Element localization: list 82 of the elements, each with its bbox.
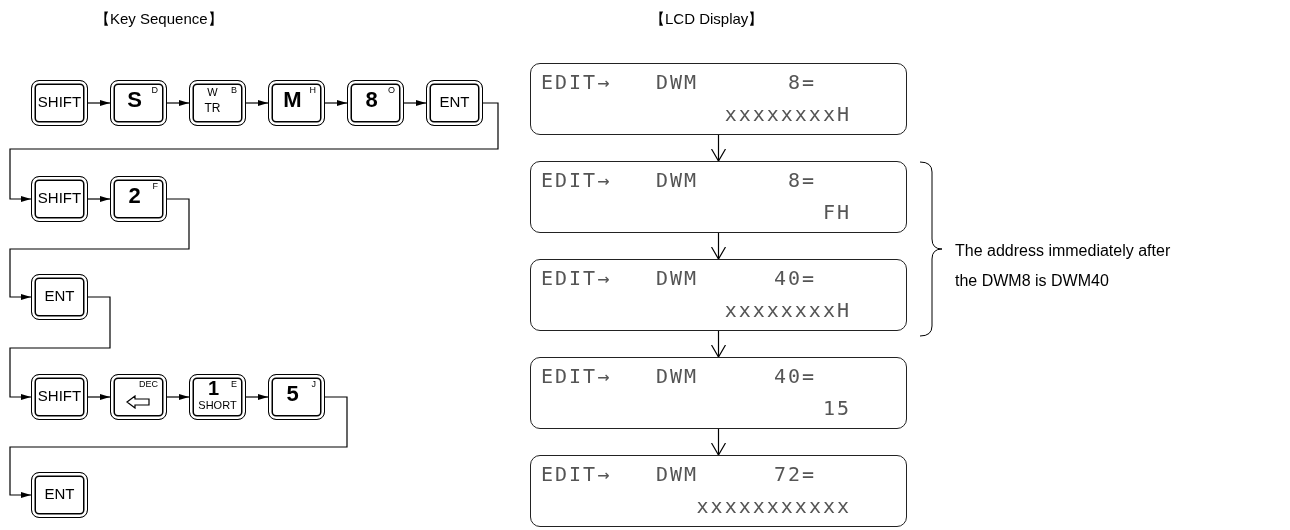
lcd-text: EDIT→: [541, 464, 612, 484]
key-button: [426, 80, 483, 126]
lcd-text: 40=: [773, 366, 816, 386]
key-button: [347, 80, 404, 126]
lcd-screen: [530, 259, 907, 331]
key-sublabel: J: [311, 380, 316, 389]
arrow: [710, 232, 727, 260]
heading: 【LCD Display】: [650, 10, 764, 29]
lcd-text: EDIT→: [541, 72, 612, 92]
arrow: [245, 394, 269, 400]
key-sublabel: O: [388, 86, 395, 95]
key-button: [110, 176, 167, 222]
lcd-text: 40=: [773, 268, 816, 288]
key-label: SHIFT: [36, 190, 83, 205]
key-label: SHORT: [197, 400, 238, 411]
key-label: M: [282, 89, 303, 111]
arrow: [9, 396, 348, 498]
key-sublabel: D: [151, 86, 158, 95]
lcd-text: EDIT→: [541, 170, 612, 190]
arrow: [9, 102, 499, 202]
lcd-text: 72=: [773, 464, 816, 484]
arrow: [710, 428, 727, 456]
note-text: The address immediately after the DWM8 is DWM40: [955, 241, 1172, 291]
key-sublabel: E: [231, 380, 237, 389]
key-label: ENT: [43, 486, 76, 501]
heading: 【Key Sequence】: [95, 10, 223, 29]
key-button: [268, 374, 325, 420]
lcd-text: 8=: [787, 72, 816, 92]
key-button: [189, 80, 246, 126]
lcd-screen: [530, 161, 907, 233]
lcd-text: xxxxxxxxxxx: [696, 496, 851, 516]
arrow: [403, 100, 427, 106]
key-button: [31, 472, 88, 518]
key-label: S: [126, 89, 143, 111]
key-label: 1: [206, 378, 221, 398]
key-button: [31, 374, 88, 420]
lcd-text: EDIT→: [541, 366, 612, 386]
key-button: [31, 80, 88, 126]
key-sublabel: B: [231, 86, 237, 95]
arrow: [245, 100, 269, 106]
lcd-text: DWM: [656, 268, 699, 288]
lcd-text: EDIT→: [541, 268, 612, 288]
key-sublabel: DEC: [139, 380, 158, 389]
lcd-text: xxxxxxxxH: [724, 104, 851, 124]
key-label: ENT: [43, 288, 76, 303]
key-label: ENT: [438, 94, 471, 109]
lcd-text: xxxxxxxxH: [724, 300, 851, 320]
key-button: [189, 374, 246, 420]
lcd-text: DWM: [656, 170, 699, 190]
key-sublabel: H: [309, 86, 316, 95]
arrow: [166, 394, 190, 400]
key-label: W: [206, 87, 219, 98]
arrow: [87, 394, 111, 400]
lcd-text: DWM: [656, 464, 699, 484]
key-label: 2: [127, 185, 142, 207]
arrow: [87, 196, 111, 202]
key-button: [31, 176, 88, 222]
key-sublabel: F: [152, 182, 158, 191]
arrow: [166, 100, 190, 106]
lcd-screen: [530, 63, 907, 135]
key-label: SHIFT: [36, 388, 83, 403]
lcd-screen: [530, 357, 907, 429]
lcd-text: 8=: [787, 170, 816, 190]
lcd-text: DWM: [656, 366, 699, 386]
lcd-text: DWM: [656, 72, 699, 92]
arrow: [9, 296, 111, 400]
lcd-text: FH: [822, 202, 851, 222]
lcd-screen: [530, 455, 907, 527]
key-button: [110, 80, 167, 126]
arrow: [9, 198, 190, 300]
key-label: 8: [364, 89, 379, 111]
arrow: [324, 100, 348, 106]
key-label: 5: [285, 383, 300, 405]
key-label: TR: [203, 102, 222, 114]
key-button: [268, 80, 325, 126]
arrow: [710, 330, 727, 358]
arrow: [87, 100, 111, 106]
key-label: SHIFT: [36, 94, 83, 109]
arrow: [710, 134, 727, 162]
key-button: [31, 274, 88, 320]
key-button: [110, 374, 167, 420]
lcd-text: 15: [822, 398, 851, 418]
